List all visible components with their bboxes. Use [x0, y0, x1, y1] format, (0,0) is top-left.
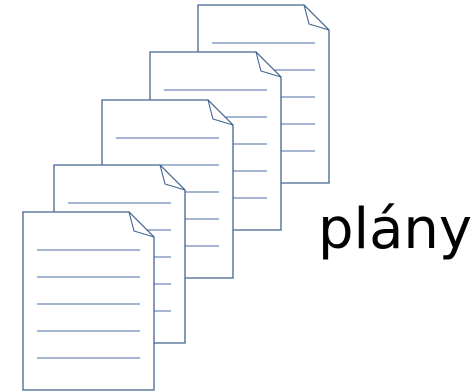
- document-page-icon: [22, 211, 155, 391]
- caption-label: plány: [318, 197, 471, 262]
